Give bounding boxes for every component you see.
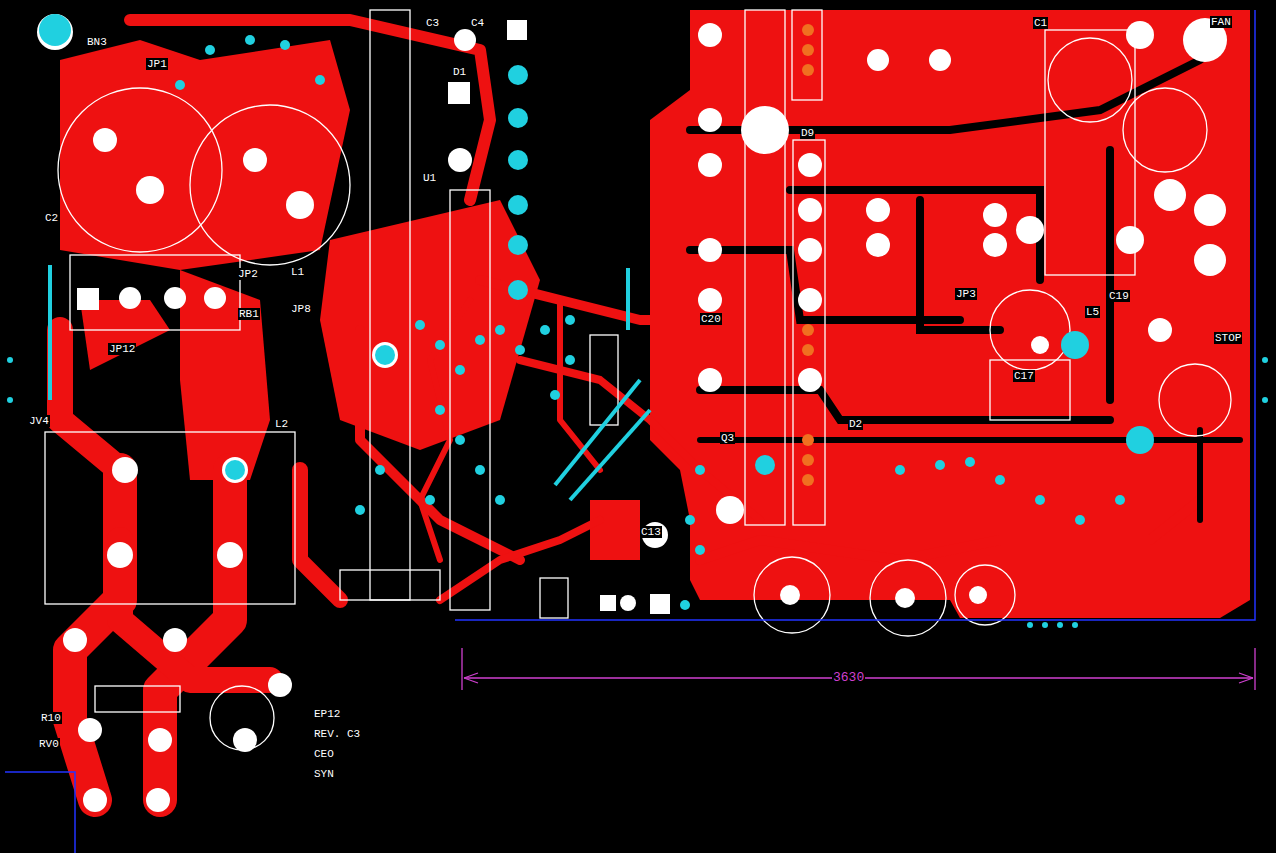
part-label: BN3 [86, 36, 108, 48]
part-label: JP8 [290, 303, 312, 315]
part-label: C3 [425, 17, 440, 29]
board-outline [5, 10, 1255, 853]
part-label: RB1 [238, 308, 260, 320]
part-label: C19 [1108, 290, 1130, 302]
part-label: EP12 [313, 708, 341, 720]
copper-traces [60, 20, 1200, 800]
part-label: L5 [1085, 306, 1100, 318]
part-label: JP1 [146, 58, 168, 70]
part-label: C17 [1013, 370, 1035, 382]
part-label: JP3 [955, 288, 977, 300]
part-label: D9 [800, 127, 815, 139]
jumper-wires [50, 265, 650, 500]
part-label: CEO [313, 748, 335, 760]
part-label: C13 [640, 526, 662, 538]
part-label: Q3 [720, 432, 735, 444]
part-label: D2 [848, 418, 863, 430]
part-label: JP2 [237, 268, 259, 280]
silkscreen-outlines [45, 10, 1231, 750]
part-label: RV0 [38, 738, 60, 750]
part-label: C4 [470, 17, 485, 29]
part-label: C1 [1033, 17, 1048, 29]
part-label: REV. C3 [313, 728, 361, 740]
smd-pads [802, 24, 814, 486]
part-label: STOP [1214, 332, 1242, 344]
vias [7, 14, 1268, 628]
part-label: L2 [274, 418, 289, 430]
part-label: D1 [452, 66, 467, 78]
part-label: FAN [1210, 16, 1232, 28]
part-label: U1 [422, 172, 437, 184]
through-hole-pads [37, 14, 1227, 812]
copper-clearances [690, 60, 1240, 520]
part-label: C2 [44, 212, 59, 224]
part-label: JV4 [28, 415, 50, 427]
part-label: L1 [290, 266, 305, 278]
part-label: R10 [40, 712, 62, 724]
part-label: SYN [313, 768, 335, 780]
dimension-value: 3630 [832, 671, 865, 685]
dimension-line [462, 648, 1255, 690]
part-label: JP12 [108, 343, 136, 355]
part-label: C20 [700, 313, 722, 325]
